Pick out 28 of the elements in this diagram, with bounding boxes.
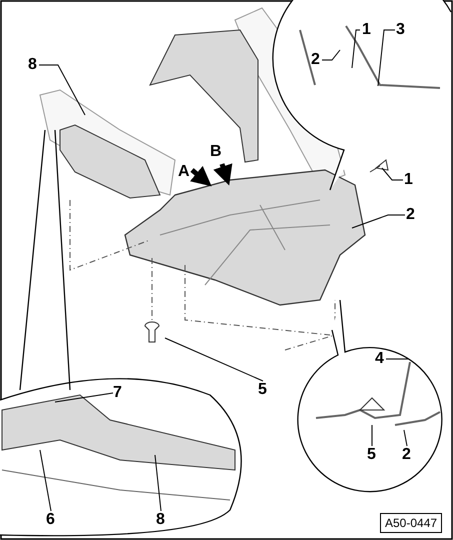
leader-line — [154, 454, 162, 512]
callout-number: 2 — [406, 207, 415, 223]
figure-reference: A50-0447 — [380, 513, 442, 533]
leader-line — [352, 214, 406, 228]
callout-number: 6 — [46, 512, 55, 528]
leader-line — [164, 338, 264, 382]
leader-line — [386, 358, 410, 360]
view-letter: A — [178, 164, 190, 180]
leader-line — [404, 430, 408, 446]
callout-number: 2 — [402, 447, 411, 463]
leader-line — [40, 450, 52, 512]
view-letter: B — [210, 144, 222, 160]
callout-number: 1 — [404, 172, 413, 188]
callout-number: 4 — [375, 351, 384, 367]
callout-number: 3 — [396, 22, 405, 38]
callout-number: 2 — [311, 52, 320, 68]
callout-number: 8 — [156, 512, 165, 528]
leader-line — [352, 30, 360, 68]
leader-line — [378, 30, 396, 86]
callout-number: 7 — [113, 385, 122, 401]
leader-line — [38, 64, 86, 116]
leader-line — [322, 50, 340, 60]
callout-number: 5 — [258, 382, 267, 398]
leader-line — [54, 392, 114, 402]
callout-number: 5 — [367, 447, 376, 463]
callout-number: 1 — [362, 22, 371, 38]
leader-line — [382, 168, 404, 180]
callout-number: 8 — [28, 57, 37, 73]
